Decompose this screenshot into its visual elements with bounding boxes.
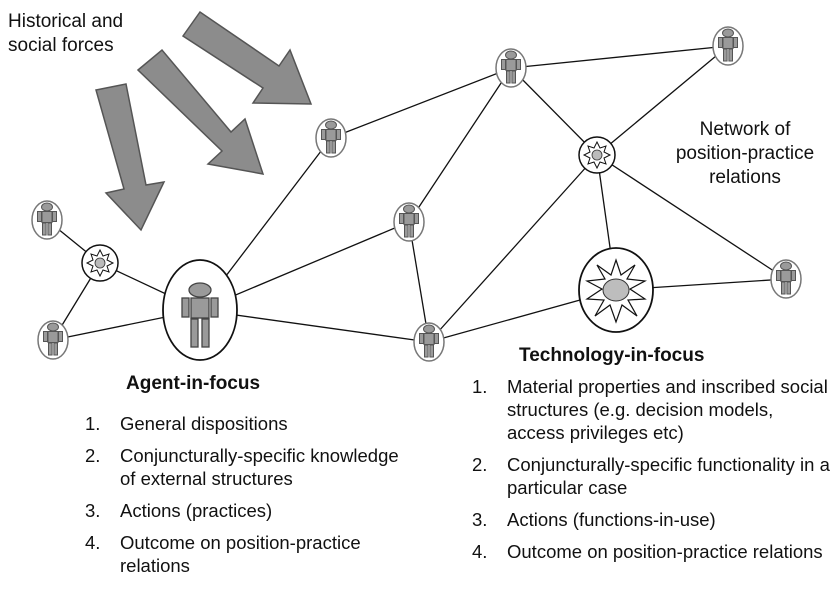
technology-node: [81, 244, 119, 282]
network-label-line: position-practice: [675, 143, 815, 164]
list-item: 4. Outcome on position-practice relations: [472, 540, 832, 563]
list-number: 4.: [85, 532, 101, 553]
forces-label-line: social forces: [8, 35, 114, 56]
list-number: 2.: [85, 445, 101, 466]
network-label-line: Network of: [699, 119, 791, 140]
list-text: General dispositions: [120, 413, 288, 434]
network-label-line: relations: [709, 167, 781, 188]
person-node: [770, 259, 802, 299]
list-number: 1.: [85, 413, 101, 434]
person-node: [31, 200, 63, 240]
agent-title: Agent-in-focus: [126, 373, 261, 394]
agent-list: 1. General dispositions 2. Conjuncturally-…: [85, 412, 405, 586]
list-item: 2. Conjuncturally-specific knowledge of e…: [85, 444, 405, 490]
list-text: Material properties and inscribed social…: [507, 376, 828, 443]
edge: [199, 309, 430, 343]
edge: [408, 221, 430, 343]
list-number: 2.: [472, 454, 488, 475]
list-text: Conjuncturally-specific knowledge of ext…: [120, 445, 399, 489]
edge: [408, 67, 512, 223]
technology-node: [578, 136, 616, 174]
edge: [596, 45, 729, 156]
network-label: Network of position-practice relations: [655, 118, 835, 190]
edge: [596, 154, 787, 280]
forces-label-line: Historical and: [8, 11, 124, 32]
agent-in-focus-node: [162, 259, 238, 361]
person-node: [712, 26, 744, 66]
edge: [428, 154, 598, 343]
forces-label: Historical and social forces: [8, 10, 123, 58]
edge: [510, 45, 729, 69]
person-nodes: [31, 26, 802, 362]
force-arrow-2: [136, 48, 265, 175]
person-node: [393, 202, 425, 242]
edge: [510, 67, 598, 156]
list-number: 1.: [472, 376, 488, 397]
list-number: 3.: [472, 509, 488, 530]
person-node: [495, 48, 527, 88]
person-node: [315, 118, 347, 158]
list-item: 1. Material properties and inscribed soci…: [472, 375, 832, 444]
force-arrow-1: [95, 83, 166, 232]
list-number: 3.: [85, 500, 101, 521]
list-text: Actions (functions-in-use): [507, 509, 716, 530]
list-item: 1. General dispositions: [85, 412, 405, 435]
person-node: [37, 320, 69, 360]
list-text: Outcome on position-practice relations: [507, 541, 823, 562]
list-item: 3. Actions (functions-in-use): [472, 508, 832, 531]
list-item: 2. Conjuncturally-specific functionality …: [472, 453, 832, 499]
force-arrow-3: [181, 10, 313, 105]
list-text: Actions (practices): [120, 500, 273, 521]
list-number: 4.: [472, 541, 488, 562]
person-node: [413, 322, 445, 362]
person-icon: [181, 282, 219, 348]
list-text: Outcome on position-practice relations: [120, 532, 361, 576]
technology-list: 1. Material properties and inscribed soci…: [472, 375, 832, 572]
list-text: Conjuncturally-specific functionality in…: [507, 454, 830, 498]
technology-in-focus-node: [578, 247, 654, 333]
list-item: 3. Actions (practices): [85, 499, 405, 522]
force-arrows: [95, 10, 313, 232]
list-item: 4. Outcome on position-practice relations: [85, 531, 405, 577]
edge: [330, 67, 512, 139]
technology-title: Technology-in-focus: [519, 345, 705, 366]
